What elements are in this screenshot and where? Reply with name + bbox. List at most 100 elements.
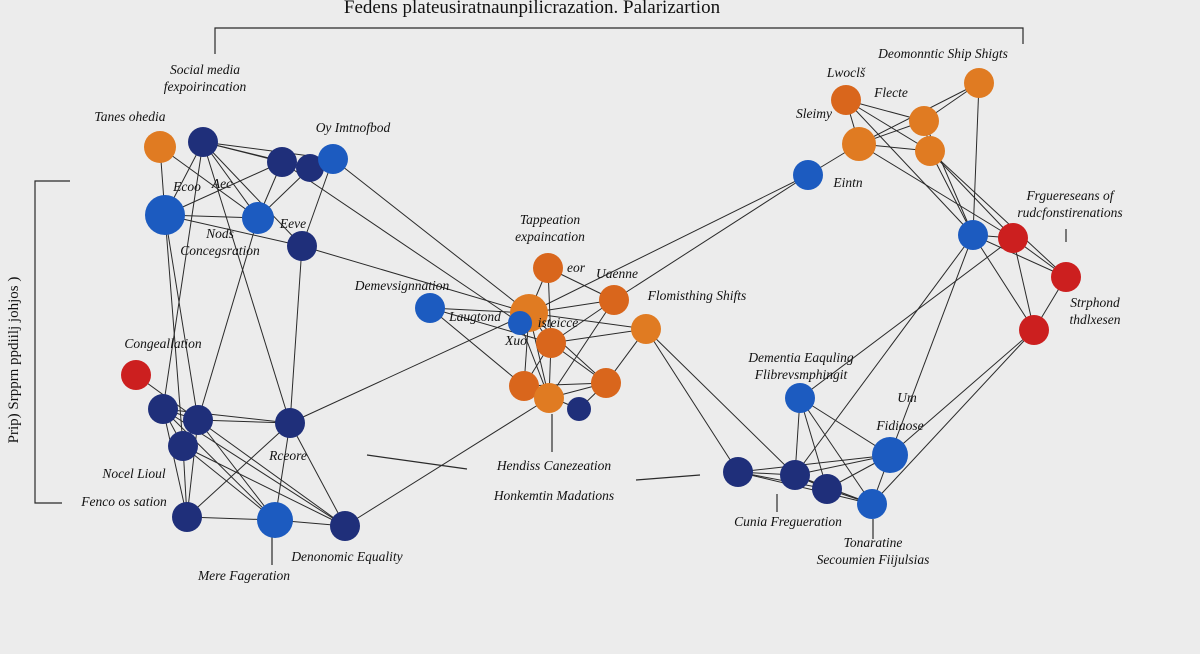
- node-label: eor: [567, 260, 586, 275]
- node-f1: [785, 383, 815, 413]
- node-label: Eintn: [832, 175, 862, 190]
- edge-e2-f1: [799, 237, 1014, 399]
- edge-c7-f2: [645, 328, 739, 473]
- node-a3: [267, 147, 297, 177]
- node-f2: [723, 457, 753, 487]
- edge-d5-e3: [929, 150, 1067, 278]
- edge-e1-e4: [972, 234, 1035, 331]
- edge-c3-d6: [613, 174, 809, 301]
- edge-b2-b6: [162, 408, 188, 518]
- node-a1: [144, 131, 176, 163]
- edge-c1-c8: [429, 307, 525, 387]
- node-label: isteicce: [538, 315, 578, 330]
- node-f3: [780, 460, 810, 490]
- node-label: Uaenne: [596, 266, 638, 281]
- edge-f1-f6: [799, 397, 873, 505]
- node-label: Deomonntic Ship Shigts: [877, 46, 1008, 61]
- edge-b5-b8: [289, 422, 346, 527]
- node-d1: [831, 85, 861, 115]
- edge-b3-a7: [197, 217, 259, 421]
- edge-a6-a8: [164, 214, 303, 247]
- edge-f2-f6: [737, 471, 873, 505]
- node-label: Rceore: [268, 448, 307, 463]
- node-a6: [145, 195, 185, 235]
- edge-b2-b5: [162, 408, 291, 424]
- node-label: Flecte: [873, 85, 908, 100]
- node-label: Fenco os sation: [80, 494, 167, 509]
- node-label: Aec: [211, 176, 232, 191]
- node-label: Honkemtin Madations: [493, 488, 614, 503]
- edge-e2-e4: [1012, 237, 1035, 331]
- node-b3: [183, 405, 213, 435]
- connector-line: [34, 180, 70, 504]
- bracket-lines: [34, 27, 1067, 565]
- node-e3: [1051, 262, 1081, 292]
- edge-d1-e1: [845, 99, 974, 236]
- edge-a5-c4: [332, 158, 530, 314]
- edge-f2-f5: [737, 454, 891, 473]
- edge-e1-f5: [889, 234, 974, 456]
- node-label: Ecoo: [172, 179, 201, 194]
- edge-b5-c4: [289, 312, 530, 424]
- edge-b5-a8: [289, 245, 303, 424]
- edge-a2-a8: [202, 141, 303, 247]
- edge-b4-b8: [182, 445, 346, 527]
- edge-b3-b7: [197, 419, 276, 521]
- node-label: Congeallation: [124, 336, 201, 351]
- node-label: Lwoclš: [826, 65, 866, 80]
- edge-b3-b6: [186, 419, 199, 518]
- node-e2: [998, 223, 1028, 253]
- node-c9: [534, 383, 564, 413]
- node-c10: [591, 368, 621, 398]
- node-c1: [415, 293, 445, 323]
- edge-b4-b7: [182, 445, 276, 521]
- edge-d1-d5: [845, 99, 931, 152]
- node-a8: [287, 231, 317, 261]
- node-b1: [121, 360, 151, 390]
- node-b5: [275, 408, 305, 438]
- node-label: Nocel Lioul: [101, 466, 166, 481]
- edge-e4-f6: [871, 329, 1035, 505]
- node-c3: [599, 285, 629, 315]
- node-c5: [508, 311, 532, 335]
- node-label: Demevsignnation: [354, 278, 450, 293]
- node-b8: [330, 511, 360, 541]
- node-label: Um: [897, 390, 917, 405]
- node-label: Xuo: [504, 333, 527, 348]
- edge-c4-d6: [528, 174, 809, 314]
- node-f5: [872, 437, 908, 473]
- edge-c7-f3: [645, 328, 796, 476]
- edge-a2-b2: [162, 141, 204, 410]
- node-layer: [121, 68, 1081, 541]
- edge-d5-e1: [929, 150, 974, 236]
- edge-a3-c5: [281, 161, 521, 324]
- node-d2: [964, 68, 994, 98]
- node-b2: [148, 394, 178, 424]
- edge-a6-b3: [164, 214, 199, 421]
- node-a2: [188, 127, 218, 157]
- edge-a3-a6: [164, 161, 283, 216]
- diagram-title: Fedens plateusiratnaunpilicrazation. Pal…: [344, 0, 721, 18]
- node-f4: [812, 474, 842, 504]
- node-c8: [509, 371, 539, 401]
- node-b7: [257, 502, 293, 538]
- edge-b8-c9: [344, 397, 550, 527]
- node-c2: [533, 253, 563, 283]
- edge-c4-c7: [528, 312, 647, 330]
- edge-f1-f4: [799, 397, 828, 490]
- node-b6: [172, 502, 202, 532]
- connector-line: [214, 27, 1024, 54]
- node-d3: [909, 106, 939, 136]
- side-axis-label: Prip) Srpprn ppdiilj johjos ): [6, 277, 22, 444]
- node-label: Cunia Fregueration: [734, 514, 842, 529]
- node-label: Hendiss Canezeation: [496, 458, 612, 473]
- node-label: Fidiaose: [875, 418, 923, 433]
